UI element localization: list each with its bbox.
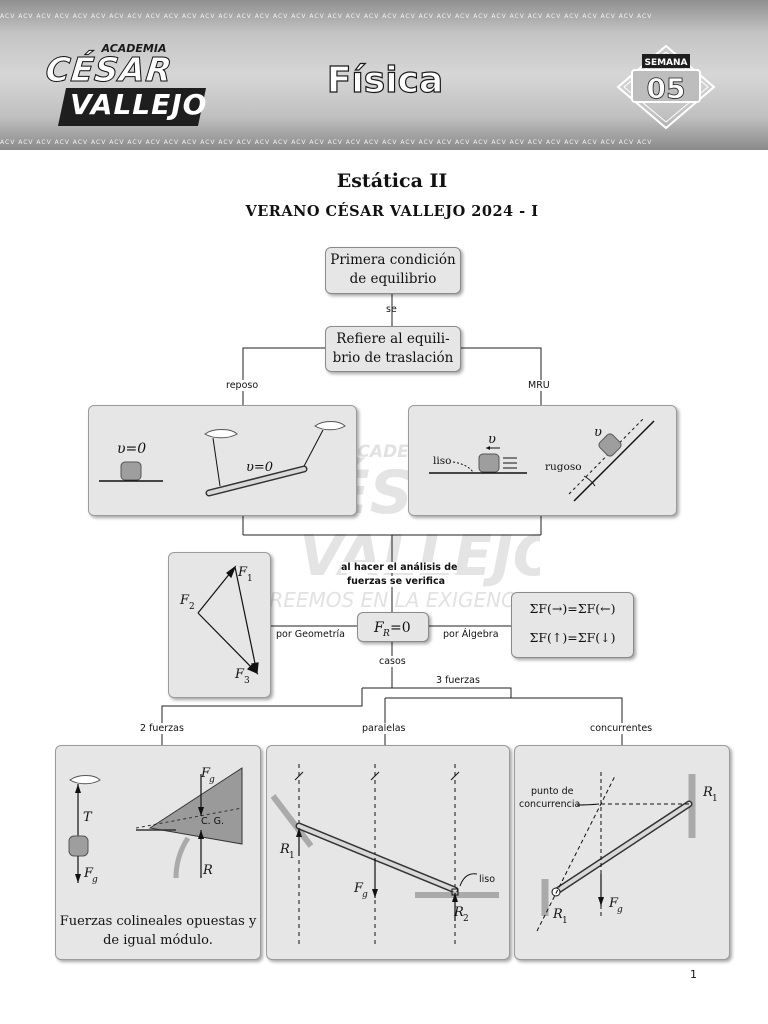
fg-subscript: g [362, 890, 368, 900]
r1-bottom-label: R [552, 907, 563, 922]
caption-line: de igual módulo. [103, 933, 213, 948]
panel-concurrentes: punto de concurrencia F g R 1 R 1 [514, 745, 730, 960]
logo-academia: ACADEMIA [101, 42, 167, 55]
f2-subscript: 2 [189, 602, 195, 612]
page-title: Estática II [336, 170, 448, 192]
page-header: ACV ACV ACV ACV ACV ACV ACV ACV ACV ACV … [0, 0, 768, 150]
v-zero-label: υ=0 [117, 441, 146, 457]
label-concurrentes: concurrentes [590, 723, 653, 734]
analysis-label: al hacer el análisis de [341, 562, 458, 573]
f3-label: F [234, 667, 245, 682]
label-por-geometria: por Geometría [276, 629, 345, 640]
label-3-fuerzas: 3 fuerzas [436, 675, 480, 686]
node-algebra: ΣF(→)=ΣF(←) ΣF(↑)=ΣF(↓) [511, 592, 634, 658]
fg-label: F [608, 896, 619, 911]
label-reposo: reposo [226, 380, 259, 391]
liso-label: liso [433, 455, 451, 467]
node-line: Refiere al equili- [336, 331, 450, 347]
weight-label: F [83, 866, 94, 881]
weight-subscript: g [92, 875, 98, 885]
r1-top-subscript: 1 [712, 794, 718, 804]
fr-subscript: R [382, 629, 390, 639]
v-label: υ [488, 432, 496, 447]
r1-label: R [279, 842, 290, 857]
label-mru: MRU [528, 380, 550, 391]
header-pattern-strip: ACV ACV ACV ACV ACV ACV ACV ACV ACV ACV … [0, 13, 653, 20]
label-2-fuerzas: 2 fuerzas [140, 723, 184, 734]
panel-geometria: F 1 F 2 F 3 [168, 552, 271, 698]
cg-label: C. G. [201, 816, 224, 827]
algebra-eq-vertical: ΣF(↑)=ΣF(↓) [529, 630, 616, 645]
header-pattern-strip: ACV ACV ACV ACV ACV ACV ACV ACV ACV ACV … [0, 139, 653, 146]
semana-badge: SEMANA 05 [616, 44, 716, 130]
reaction-label: R [202, 863, 213, 878]
f1-subscript: 1 [247, 574, 253, 584]
weight-subscript: g [209, 775, 215, 785]
reposo-illustration: υ=0 υ=0 [99, 421, 346, 497]
panel-reposo: υ=0 υ=0 [88, 405, 357, 516]
r1-bottom-subscript: 1 [562, 916, 568, 926]
subject-title: Física [326, 59, 444, 101]
logo-vallejo: VALLEJO [70, 88, 208, 121]
r1-subscript: 1 [289, 851, 295, 861]
weight-label: F [200, 766, 211, 781]
punto-label: punto de [531, 786, 574, 797]
two-forces-illustration: T F g F g C. G. R [68, 766, 243, 885]
f1-label: F [237, 565, 248, 580]
r2-label: R [453, 905, 464, 920]
academy-logo: ACADEMIA CÉSAR VALLEJO [40, 40, 215, 132]
liso-label: liso [479, 874, 495, 885]
node-primera-condicion: Primera condición de equilibrio [325, 247, 461, 294]
node-line: Primera condición [330, 252, 456, 268]
panel-mru: liso υ υ rugoso [408, 405, 677, 516]
concurrent-forces-illustration: punto de concurrencia F g R 1 R 1 [519, 772, 718, 932]
label-paralelas: paralelas [362, 723, 406, 734]
algebra-eq-horizontal: ΣF(→)=ΣF(←) [529, 601, 616, 616]
semana-label: SEMANA [644, 58, 687, 68]
r1-top-label: R [702, 785, 713, 800]
page-number: 1 [690, 968, 697, 981]
f3-subscript: 3 [244, 676, 250, 686]
v-label: υ [594, 425, 602, 440]
panel-paralelas: R 1 F g R 2 liso [266, 745, 510, 960]
label-se: se [386, 304, 397, 315]
fr-equation: F R =0 [373, 620, 411, 639]
force-triangle: F 1 F 2 F 3 [179, 565, 259, 686]
node-refiere-equilibrio: Refiere al equili- brio de traslación [325, 326, 461, 372]
fr-equals-zero: =0 [390, 620, 411, 636]
caption-line: Fuerzas colineales opuestas y [59, 914, 257, 929]
fg-label: F [353, 881, 364, 896]
panel-2-fuerzas: T F g F g C. G. R [55, 745, 261, 960]
node-fr-zero: F R =0 [357, 612, 429, 642]
caption-2-fuerzas: Fuerzas colineales opuestas y de igual m… [58, 912, 258, 950]
mru-illustration: liso υ υ rugoso [429, 417, 655, 502]
fg-subscript: g [617, 905, 623, 915]
node-line: de equilibrio [349, 271, 437, 287]
v-zero-label: υ=0 [246, 460, 273, 475]
punto-label: concurrencia [519, 799, 580, 810]
page-subtitle: VERANO CÉSAR VALLEJO 2024 - I [245, 203, 539, 220]
semana-number: 05 [647, 72, 686, 105]
node-line: brio de traslación [332, 350, 454, 366]
label-casos: casos [379, 656, 406, 667]
tension-label: T [83, 810, 93, 825]
r2-subscript: 2 [463, 914, 469, 924]
parallel-forces-illustration: R 1 F g R 2 liso [270, 764, 499, 946]
analysis-label: fuerzas se verifica [347, 576, 445, 587]
label-por-algebra: por Álgebra [443, 629, 499, 640]
f2-label: F [179, 593, 190, 608]
fr-f: F [373, 620, 385, 636]
rugoso-label: rugoso [545, 461, 582, 473]
